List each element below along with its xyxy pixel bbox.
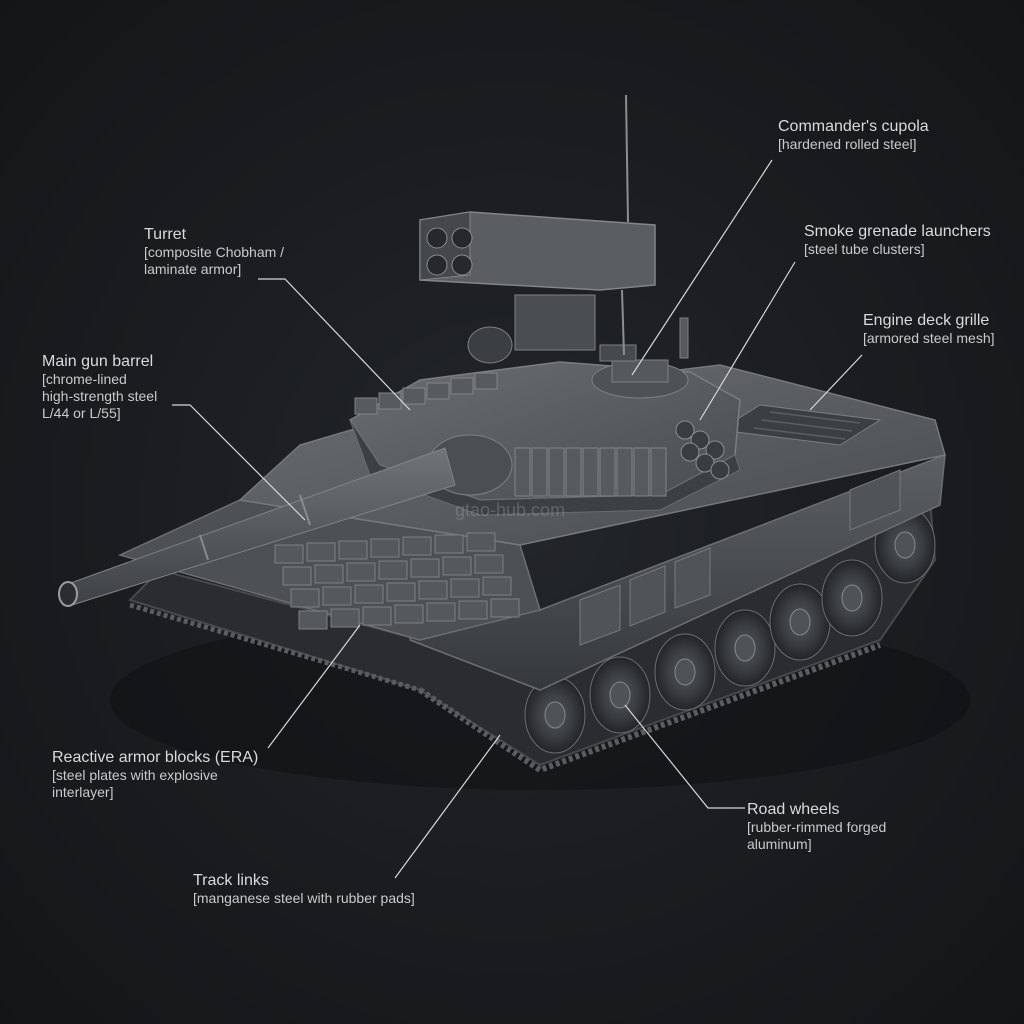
leader-line-engine [809, 354, 863, 411]
callout-main-gun-barrel: Main gun barrel [chrome-lined high-stren… [42, 352, 157, 422]
era-block [450, 578, 480, 598]
era-block [378, 560, 408, 580]
era-block [466, 532, 496, 552]
turret-era-block [450, 377, 474, 395]
callout-track-links: Track links [manganese steel with rubber… [193, 871, 415, 907]
era-block [434, 534, 464, 554]
road-wheel [714, 609, 776, 687]
turret-era-block [565, 447, 582, 497]
turret-era-block [599, 447, 616, 497]
leader-line-gun [172, 404, 306, 521]
turret-era-block [531, 447, 548, 497]
era-block [338, 540, 368, 560]
turret-era-block [616, 447, 633, 497]
road-wheel [524, 676, 586, 754]
era-block [490, 598, 520, 618]
turret-era-blocks [354, 372, 667, 497]
engine-deck-grille [718, 404, 882, 446]
callout-title: Turret [144, 226, 187, 243]
leader-line-tracks [394, 734, 501, 879]
turret-era-block [474, 372, 498, 390]
callout-material: [composite Chobham / laminate armor] [144, 244, 285, 277]
callout-material: [armored steel mesh] [863, 330, 995, 347]
callout-engine-deck-grille: Engine deck grille [armored steel mesh] [863, 311, 995, 347]
watermark: gtao-hub.com [455, 500, 566, 520]
leader-line-cupola [631, 159, 773, 376]
smoke-grenade-launchers [675, 420, 730, 480]
turret-era-block [402, 387, 426, 405]
era-block [410, 558, 440, 578]
era-block [474, 554, 504, 574]
callout-smoke-grenade-launchers: Smoke grenade launchers [steel tube clus… [804, 222, 991, 258]
callout-material: [chrome-lined high-strength steel L/44 o… [42, 371, 158, 421]
callout-title: Commander's cupola [778, 118, 929, 135]
era-block [322, 586, 352, 606]
turret-era-block [354, 397, 378, 415]
sight-module [419, 94, 656, 364]
callout-road-wheels: Road wheels [rubber-rimmed forged alumin… [747, 800, 886, 853]
era-block [346, 562, 376, 582]
era-blocks [274, 532, 520, 630]
era-block [442, 556, 472, 576]
callout-material: [rubber-rimmed forged aluminum] [747, 819, 887, 852]
era-block [418, 580, 448, 600]
leader-line-smoke [699, 261, 796, 421]
era-block [426, 602, 456, 622]
side-skirts [579, 469, 901, 646]
road-wheel [654, 633, 716, 711]
callout-title: Main gun barrel [42, 353, 154, 370]
callout-material: [hardened rolled steel] [778, 136, 917, 153]
era-block [386, 582, 416, 602]
era-block [362, 606, 392, 626]
turret-era-block [548, 447, 565, 497]
era-block [306, 542, 336, 562]
era-block [354, 584, 384, 604]
leader-lines [172, 159, 863, 879]
era-block [290, 588, 320, 608]
era-block [458, 600, 488, 620]
era-block [370, 538, 400, 558]
leader-line-wheels [624, 704, 745, 809]
turret-era-block [633, 447, 650, 497]
callout-material: [steel tube clusters] [804, 241, 925, 258]
callout-title: Road wheels [747, 801, 840, 818]
callout-title: Engine deck grille [863, 312, 990, 329]
callout-turret: Turret [composite Chobham / laminate arm… [144, 225, 284, 278]
callout-title: Track links [193, 872, 269, 889]
turret-era-block [514, 447, 531, 497]
era-block [274, 544, 304, 564]
road-wheel [769, 583, 831, 661]
era-block [394, 604, 424, 624]
era-block [402, 536, 432, 556]
commanders-cupola [591, 317, 689, 399]
callout-reactive-armor: Reactive armor blocks (ERA) [steel plate… [52, 748, 258, 801]
road-wheel [821, 559, 883, 637]
turret-era-block [378, 392, 402, 410]
era-block [314, 564, 344, 584]
leader-line-era [267, 624, 361, 749]
callout-commanders-cupola: Commander's cupola [hardened rolled stee… [778, 117, 929, 153]
era-block [330, 608, 360, 628]
main-gun-barrel [58, 447, 456, 607]
leader-line-turret [258, 278, 411, 411]
era-block [298, 610, 328, 630]
era-block [482, 576, 512, 596]
road-wheel [589, 656, 651, 734]
turret-era-block [426, 382, 450, 400]
turret-era-block [650, 447, 667, 497]
callout-title: Reactive armor blocks (ERA) [52, 749, 259, 766]
callout-material: [manganese steel with rubber pads] [193, 890, 415, 907]
callout-material: [steel plates with explosive interlayer] [52, 767, 218, 800]
callout-title: Smoke grenade launchers [804, 223, 991, 240]
era-block [282, 566, 312, 586]
turret-era-block [582, 447, 599, 497]
